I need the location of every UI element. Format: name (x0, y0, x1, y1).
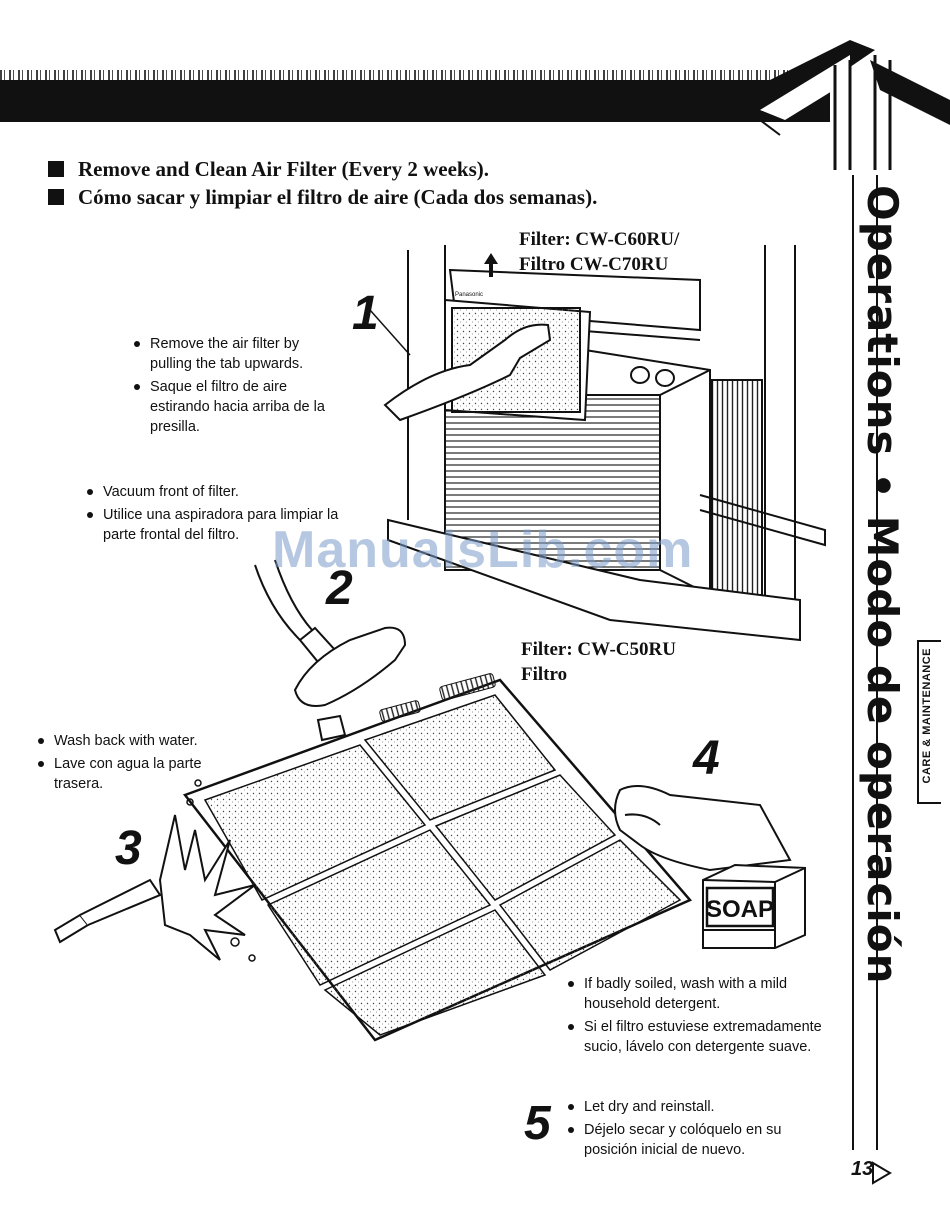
note-step-5-en: Let dry and reinstall. (566, 1097, 816, 1117)
note-step-2-es: Utilice una aspiradora para limpiar la p… (85, 505, 345, 545)
note-step-3-es: Lave con agua la parte trasera. (36, 754, 236, 794)
sidebar-frame (852, 175, 878, 1150)
care-maintenance-tab: CARE & MAINTENANCE (917, 640, 941, 804)
step-number-4: 4 (693, 732, 720, 785)
step-number-2: 2 (326, 562, 353, 615)
vacuum-nozzle-icon (254, 559, 407, 742)
header-bar (0, 80, 830, 122)
filter-label-mid-line2: Filtro (521, 664, 568, 685)
note-step-1-es: Saque el filtro de aire estirando hacia … (132, 377, 342, 437)
filter-label-mid: Filter: CW-C50RU Filtro (521, 637, 676, 687)
filter-label-top: Filter: CW-C60RU/ Filtro CW-C70RU (519, 227, 679, 277)
note-step-4: If badly soiled, wash with a mild househ… (566, 974, 831, 1060)
filter-label-top-line2: Filtro CW-C70RU (519, 254, 669, 275)
note-step-2-en: Vacuum front of filter. (85, 482, 345, 502)
note-step-1: Remove the air filter by pulling the tab… (132, 334, 342, 440)
note-step-1-en: Remove the air filter by pulling the tab… (132, 334, 342, 374)
water-hose-icon (53, 814, 256, 961)
filter-label-top-line1: Filter: CW-C60RU/ (519, 229, 680, 250)
hand-pulling-tab (383, 323, 552, 422)
heading-english: Remove and Clean Air Filter (Every 2 wee… (48, 157, 489, 182)
panasonic-corner-logo-icon (740, 40, 950, 170)
heading-bullet (48, 161, 64, 177)
section-title-vertical: Operations • Modo de operación (858, 185, 918, 985)
care-maintenance-tab-label: CARE & MAINTENANCE (921, 648, 933, 784)
heading-bullet (48, 189, 64, 205)
air-conditioner-icon (387, 245, 826, 642)
note-step-5: Let dry and reinstall. Déjelo secar y co… (566, 1097, 816, 1163)
soap-label: SOAP (706, 896, 774, 923)
watermark: ManualsLib.com (272, 521, 694, 579)
page-number: 13 (851, 1158, 874, 1180)
note-step-4-es: Si el filtro estuviese extremadamente su… (566, 1017, 831, 1057)
filter-label-mid-line1: Filter: CW-C50RU (521, 639, 676, 660)
note-step-3-en: Wash back with water. (36, 731, 236, 751)
brand-label: Panasonic (455, 292, 483, 298)
hand-holding-filter (614, 785, 792, 872)
heading-spanish-text: Cómo sacar y limpiar el filtro de aire (… (78, 185, 598, 209)
step-number-5: 5 (524, 1097, 551, 1150)
step-number-1: 1 (352, 287, 379, 340)
section-title-text: Operations • Modo de operación (858, 185, 907, 985)
note-step-3: Wash back with water. Lave con agua la p… (36, 731, 236, 797)
page-arrow-icon (872, 1161, 892, 1185)
note-step-2: Vacuum front of filter. Utilice una aspi… (85, 482, 345, 548)
step-number-3: 3 (115, 822, 142, 875)
heading-english-text: Remove and Clean Air Filter (Every 2 wee… (78, 157, 489, 181)
air-filter-icon (182, 673, 693, 1042)
soap-box-icon (702, 863, 806, 949)
note-step-5-es: Déjelo secar y colóquelo en su posición … (566, 1120, 816, 1160)
note-step-4-en: If badly soiled, wash with a mild househ… (566, 974, 831, 1014)
illustration-layer: Panasonic (53, 245, 826, 1042)
heading-spanish: Cómo sacar y limpiar el filtro de aire (… (48, 185, 597, 210)
